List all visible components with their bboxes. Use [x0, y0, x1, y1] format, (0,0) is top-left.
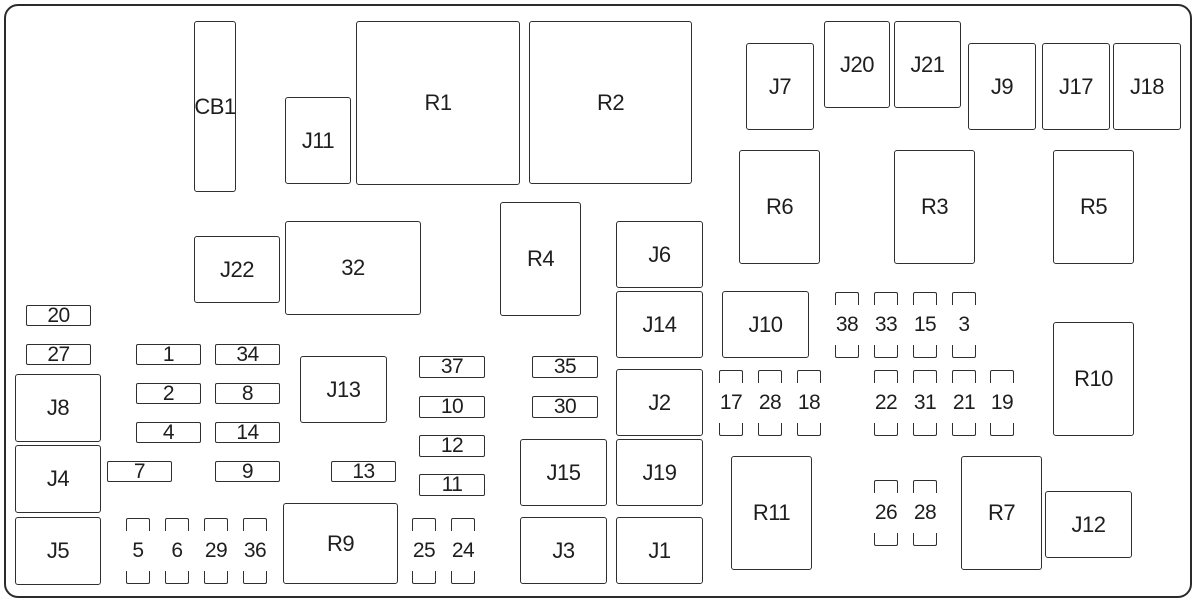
jcase-j2: J2	[616, 369, 703, 436]
jcase-j3: J3	[520, 517, 607, 584]
fuse-13: 13	[331, 460, 396, 483]
jcase-j7: J7	[746, 43, 814, 130]
jcase-j8: J8	[15, 374, 101, 442]
relay-r9: R9	[283, 503, 398, 584]
jcase-j6: J6	[616, 221, 703, 288]
fuse-32: 32	[285, 221, 421, 315]
fuse-18: 18	[797, 370, 821, 436]
jcase-j9: J9	[968, 43, 1036, 130]
jcase-j10: J10	[722, 291, 809, 358]
fuse-8: 8	[215, 382, 280, 405]
fuse-9: 9	[215, 460, 280, 483]
fuse-3: 3	[952, 292, 976, 358]
jcase-j20: J20	[824, 21, 890, 108]
fuse-7: 7	[107, 460, 172, 483]
fuse-34: 34	[215, 343, 280, 366]
fuse-1: 1	[136, 343, 201, 366]
jcase-j12: J12	[1045, 491, 1132, 558]
fuse-15: 15	[913, 292, 937, 358]
fuse-37: 37	[419, 355, 485, 378]
jcase-j19: J19	[616, 439, 703, 506]
fuse-12: 12	[419, 434, 485, 457]
fuse-14: 14	[215, 421, 280, 444]
jcase-j15: J15	[520, 439, 607, 506]
jcase-j11: J11	[285, 97, 351, 184]
jcase-j4: J4	[15, 445, 101, 513]
jcase-j1: J1	[616, 517, 703, 584]
fuse-38: 38	[835, 292, 859, 358]
jcase-j5: J5	[15, 517, 101, 585]
relay-r5: R5	[1053, 150, 1134, 264]
fuse-4: 4	[136, 421, 201, 444]
fuse-36: 36	[243, 518, 267, 584]
jcase-j21: J21	[894, 21, 961, 108]
relay-r4: R4	[500, 202, 581, 316]
fuse-33: 33	[874, 292, 898, 358]
fuse-22: 22	[874, 370, 898, 436]
fuse-35: 35	[532, 355, 598, 378]
relay-r11: R11	[731, 456, 812, 570]
fuse-19: 19	[990, 370, 1014, 436]
fuse-2: 2	[136, 382, 201, 405]
fuse-20: 20	[26, 304, 91, 327]
fuse-6: 6	[165, 518, 189, 584]
fuse-28-upper: 28	[758, 370, 782, 436]
fuse-31: 31	[913, 370, 937, 436]
relay-r3: R3	[894, 150, 975, 264]
relay-r10: R10	[1053, 322, 1134, 436]
fuse-10: 10	[419, 395, 485, 418]
fuse-24: 24	[451, 518, 475, 584]
jcase-j13: J13	[300, 356, 387, 423]
jcase-j22: J22	[194, 236, 280, 303]
relay-r7: R7	[961, 456, 1042, 570]
relay-r2: R2	[529, 21, 692, 184]
relay-r1: R1	[356, 21, 520, 185]
relay-r6: R6	[739, 150, 820, 264]
fuse-25: 25	[412, 518, 436, 584]
fuse-11: 11	[419, 473, 485, 496]
fuse-5: 5	[126, 518, 150, 584]
jcase-j17: J17	[1042, 43, 1110, 130]
fuse-29: 29	[204, 518, 228, 584]
fuse-17: 17	[719, 370, 743, 436]
fuse-28-lower: 28	[913, 480, 937, 546]
fuse-30: 30	[532, 395, 598, 418]
jcase-j18: J18	[1113, 43, 1181, 130]
fuse-21: 21	[952, 370, 976, 436]
fuse-27: 27	[26, 343, 91, 366]
jcase-j14: J14	[616, 291, 703, 358]
circuit-breaker-cb1: CB1	[194, 21, 236, 192]
fuse-26: 26	[874, 480, 898, 546]
